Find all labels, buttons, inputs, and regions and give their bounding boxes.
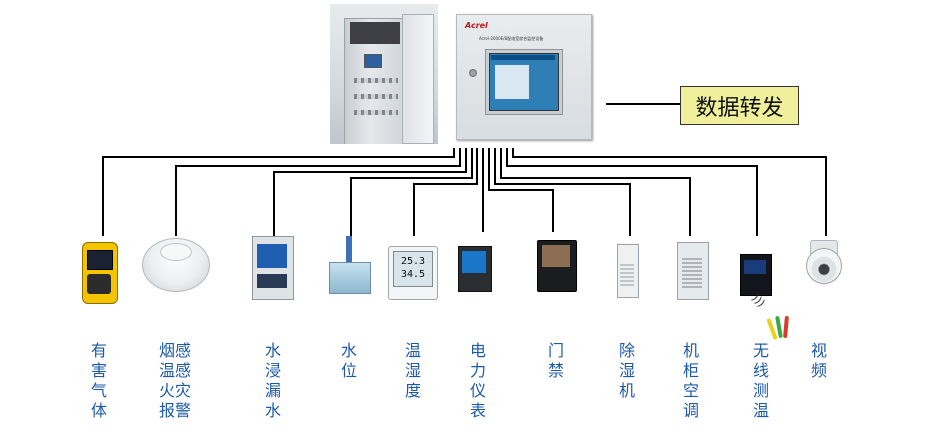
controller-screen-panel <box>495 65 529 99</box>
label-char: 除 <box>618 341 635 360</box>
label-video: 视 频 <box>808 341 830 381</box>
label-char: 禁 <box>547 361 564 380</box>
label-char: 害 <box>90 361 107 380</box>
label-char: 空 <box>682 381 699 400</box>
label-char: 机 <box>682 341 699 360</box>
power-meter-screen <box>462 251 486 273</box>
label-char: 湿 <box>618 361 635 380</box>
smoke-detector-top <box>160 243 192 261</box>
wire-water-level <box>350 148 473 236</box>
label-char: 机 <box>618 381 635 400</box>
monitoring-controller: Acrel Acrel-2000E/B配电室综合监控设备 <box>456 14 592 140</box>
wire-wireless-temp <box>506 148 758 236</box>
label-char: 力 <box>469 361 486 380</box>
label-cabinet-ac: 机 柜 空 调 <box>680 341 702 421</box>
label-char: 有 <box>90 341 107 360</box>
label-char: 水 <box>264 401 281 420</box>
label-line: 烟感 <box>158 341 191 360</box>
wire-access <box>488 148 554 232</box>
label-dehumidifier: 除 湿 机 <box>616 341 638 401</box>
cabinet-screen <box>364 54 382 68</box>
wire-dehumidifier <box>494 148 631 236</box>
water-level-tank-image <box>329 262 371 294</box>
label-char: 体 <box>90 401 107 420</box>
dehumidifier-grill <box>620 264 634 288</box>
label-water-level: 水 位 <box>338 341 360 381</box>
label-char: 调 <box>682 401 699 420</box>
label-char: 测 <box>752 381 769 400</box>
controller-logo: Acrel <box>465 21 488 30</box>
cabinet-ac-grill <box>682 258 702 288</box>
wire-gas <box>102 148 455 236</box>
wire-video <box>512 148 827 236</box>
label-char: 仪 <box>469 381 486 400</box>
cabinet-switch-row <box>354 94 398 99</box>
label-char: 柜 <box>682 361 699 380</box>
label-char: 表 <box>469 401 486 420</box>
wire-temp-humidity <box>413 148 478 236</box>
water-leak-screen <box>257 244 287 268</box>
wire-water-leak <box>273 148 467 236</box>
data-forwarding-box: 数据转发 <box>680 86 799 125</box>
label-water-leak: 水 浸 漏 水 <box>262 341 284 421</box>
label-char: 温 <box>404 341 421 360</box>
humidity-readout: 34.5 <box>400 269 426 280</box>
controller-screen-header <box>491 55 555 60</box>
label-char: 线 <box>752 361 769 380</box>
water-level-probe <box>346 236 352 262</box>
cabinet-top-panel <box>350 22 400 44</box>
label-smoke: 烟感 温感 火灾 报警 <box>154 341 196 421</box>
label-wireless-temp: 无 线 测 温 <box>750 341 772 421</box>
label-temp-humidity: 温 湿 度 <box>402 341 424 401</box>
temp-humidity-screen: 25.3 34.5 <box>393 251 433 287</box>
wire-cabinet-ac <box>500 148 691 236</box>
temp-readout: 25.3 <box>400 256 426 267</box>
wireless-temp-screen <box>744 260 766 274</box>
controller-lock <box>469 69 477 77</box>
label-char: 水 <box>264 341 281 360</box>
wire-smoke <box>175 148 461 236</box>
cabinet-switch-row <box>354 78 398 83</box>
label-char: 水 <box>340 341 357 360</box>
label-char: 浸 <box>264 361 281 380</box>
label-line: 火灾 <box>158 381 191 400</box>
label-access: 门 禁 <box>545 341 567 381</box>
cabinet-switch-row <box>354 110 398 115</box>
gas-detector-buttons <box>87 274 111 294</box>
label-line: 报警 <box>158 401 191 420</box>
label-char: 频 <box>810 361 827 380</box>
label-char: 电 <box>469 341 486 360</box>
label-char: 温 <box>752 401 769 420</box>
label-power-meter: 电 力 仪 表 <box>467 341 489 421</box>
dome-camera-image <box>806 248 842 284</box>
label-char: 门 <box>547 341 564 360</box>
label-char: 度 <box>404 381 421 400</box>
controller-model-text: Acrel-2000E/B配电室综合监控设备 <box>479 36 544 41</box>
label-char: 气 <box>90 381 107 400</box>
access-control-screen <box>542 245 570 267</box>
water-leak-terminals <box>257 274 287 288</box>
label-char: 无 <box>752 341 769 360</box>
label-char: 漏 <box>264 381 281 400</box>
label-char: 视 <box>810 341 827 360</box>
label-char: 位 <box>340 361 357 380</box>
label-char: 湿 <box>404 361 421 380</box>
cabinet-door <box>402 14 434 144</box>
label-line: 温感 <box>158 361 191 380</box>
switchgear-cabinet-photo <box>330 4 438 144</box>
label-gas: 有 害 气 体 <box>88 341 110 421</box>
gas-detector-screen <box>87 250 113 270</box>
